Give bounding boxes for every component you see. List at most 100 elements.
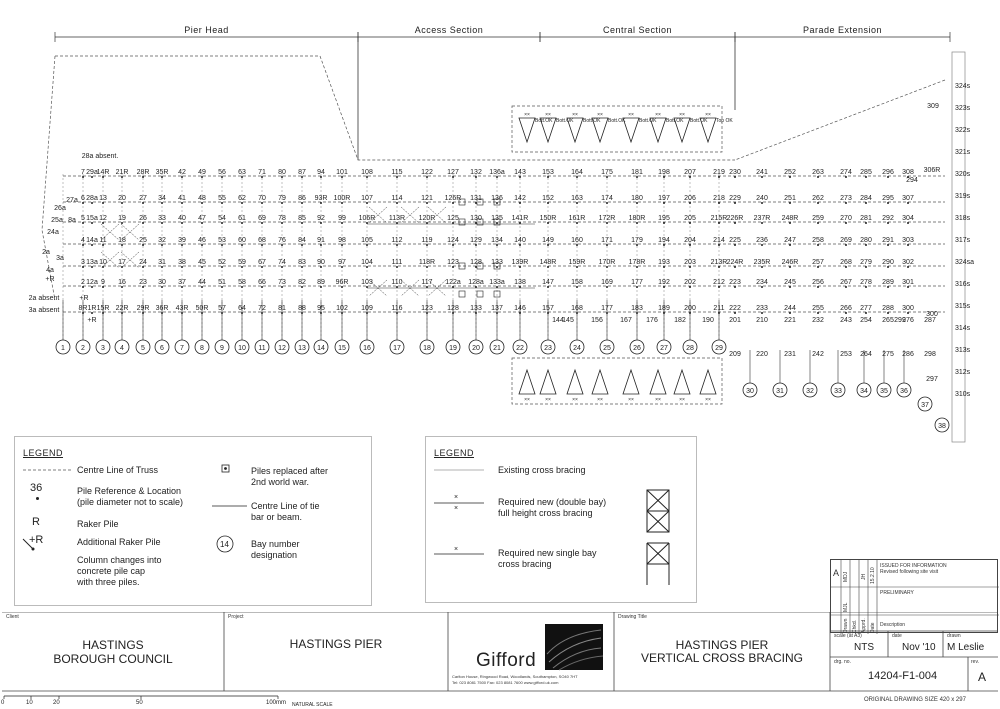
bay-number-28: 28 [686, 345, 694, 352]
bracing-mark: ×× [705, 397, 711, 403]
pile-label: 207 [684, 169, 696, 176]
legend-column-text: Column changes into concrete pile cap wi… [77, 555, 162, 587]
pile-label: 13 [99, 195, 107, 202]
pile-dot [82, 266, 84, 268]
pile-label: 55 [218, 195, 226, 202]
pile-label: 291 [882, 237, 894, 244]
pile-dot [496, 222, 498, 224]
pile-dot [817, 244, 819, 246]
bay-number-1: 1 [61, 345, 65, 352]
pile-dot [91, 266, 93, 268]
pile-dot [865, 244, 867, 246]
pile-dot [845, 312, 847, 314]
legend-bay-text: Bay number designation [251, 539, 300, 560]
pile-label-right: 320s [955, 171, 971, 178]
bay-number-circle [569, 339, 585, 355]
pile-label: 61 [238, 215, 246, 222]
gifford-logo-mark [545, 624, 604, 671]
pile-label: 41 [178, 195, 186, 202]
revision-rev: A [833, 568, 840, 578]
bay-number-37: 37 [921, 402, 929, 409]
pile-dot [426, 244, 428, 246]
pile-label: +R [79, 295, 88, 302]
pile-dot [241, 244, 243, 246]
bracing-triangle-upper [699, 117, 717, 144]
pile-label: 223 [729, 279, 741, 286]
pile-label: 104 [361, 259, 373, 266]
pile-dot [907, 202, 909, 204]
pile-label: 182 [674, 317, 686, 324]
pile-dot [241, 266, 243, 268]
pile-label: 42 [178, 169, 186, 176]
pile-label: 301 [902, 279, 914, 286]
pile-dot [907, 176, 909, 178]
legend-panel-left: LEGEND Centre Line of Truss 36 Pile Refe… [14, 436, 372, 606]
cross-bracing-diagonal [427, 206, 447, 224]
pile-label: 57 [218, 305, 226, 312]
legend-addraker-text: Additional Raker Pile [77, 537, 161, 547]
pile-dot [519, 266, 521, 268]
pile-dot [221, 202, 223, 204]
scale-value: NTS [854, 642, 874, 653]
replaced-pile-marker [476, 290, 484, 298]
pile-label: 149 [542, 237, 554, 244]
pile-dot [845, 286, 847, 288]
pile-label: 258 [812, 237, 824, 244]
pile-label: 174 [601, 195, 613, 202]
drawing-title-label: Drawing Title [618, 614, 647, 620]
pile-dot [301, 244, 303, 246]
bay-number-9: 9 [220, 345, 224, 352]
bay-number-circle [234, 339, 250, 355]
bracing-mark: ×× [655, 397, 661, 403]
pile-label: 100R [334, 195, 351, 202]
legend-title: LEGEND [23, 448, 64, 458]
original-drawing-size: ORIGINAL DRAWING SIZE 420 x 297 [864, 697, 966, 703]
pile-label: 8R [79, 305, 88, 312]
pile-dot [887, 244, 889, 246]
pile-label: 148R [540, 259, 557, 266]
revision-note-line2: Revised following site visit [880, 569, 939, 575]
pile-dot [396, 312, 398, 314]
bracing-mark: ×× [524, 112, 530, 118]
bay-number-10: 10 [238, 345, 246, 352]
pile-label: 197 [658, 195, 670, 202]
pile-dot [689, 244, 691, 246]
pile-label: 35R [156, 169, 169, 176]
pile-dot [201, 176, 203, 178]
drawing-number: 14204-F1-004 [868, 670, 938, 682]
bracing-mark: ×× [545, 112, 551, 118]
bracing-mark: ×× [597, 397, 603, 403]
pile-label: 52 [218, 259, 226, 266]
pile-dot [121, 222, 123, 224]
bay-number-circle [154, 339, 170, 355]
pile-label: 93R [315, 195, 328, 202]
pile-dot [761, 176, 763, 178]
pile-dot [201, 286, 203, 288]
pile-label: 130 [470, 215, 482, 222]
pile-dot [663, 312, 665, 314]
pile-dot [606, 222, 608, 224]
pile-label: 280 [860, 237, 872, 244]
replaced-pile-marker [493, 218, 501, 226]
pile-dot [181, 202, 183, 204]
revision-grid [831, 560, 999, 634]
bay-number-circle [682, 339, 698, 355]
client-label: Client [6, 614, 19, 620]
pile-label-right: 312s [955, 369, 971, 376]
pile-dot [281, 286, 283, 288]
bay-number-circle [194, 339, 210, 355]
pile-dot [82, 312, 84, 314]
bay-number-19: 19 [449, 345, 457, 352]
pile-label: 110 [391, 279, 402, 286]
pile-dot [817, 266, 819, 268]
pile-label: 54 [218, 215, 226, 222]
pile-label: 209 [729, 351, 741, 358]
pile-label: 212 [713, 279, 725, 286]
pile-label: 240 [756, 195, 768, 202]
pile-label: 230 [729, 169, 741, 176]
bracing-mark: ×× [705, 112, 711, 118]
pile-label: 221 [784, 317, 796, 324]
pile-dot [396, 286, 398, 288]
pile-label: 131 [470, 195, 482, 202]
pile-label: 241 [756, 169, 768, 176]
